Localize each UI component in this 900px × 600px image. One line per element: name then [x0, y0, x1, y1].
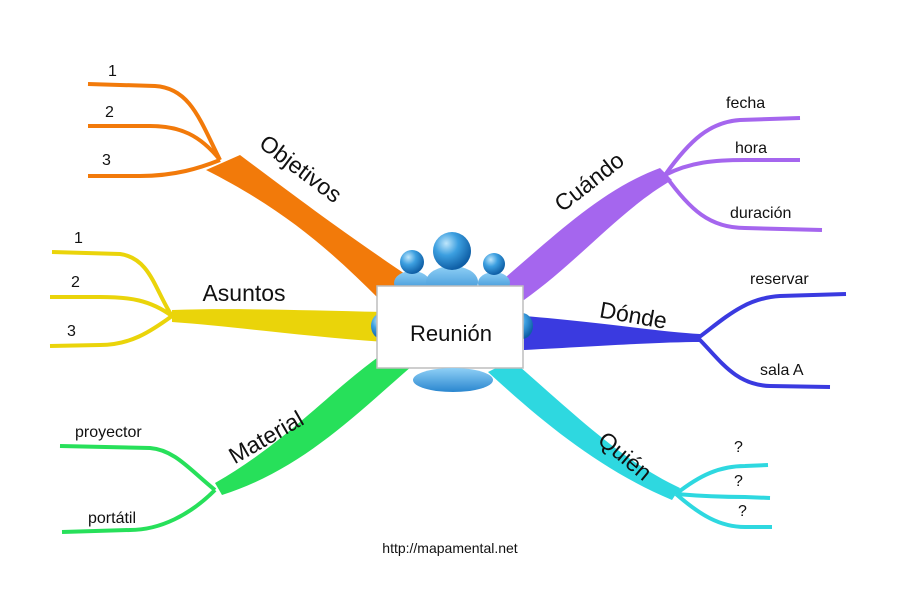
asuntos-item-1: 1: [74, 230, 83, 247]
branch-quien: [488, 360, 772, 529]
asuntos-twig-3: [49, 314, 174, 348]
donde-item-2: sala A: [760, 362, 804, 379]
asuntos-trunk: [172, 309, 385, 342]
asuntos-twig-1: [51, 250, 174, 318]
donde-item-1: reservar: [750, 271, 809, 288]
objetivos-item-2: 2: [105, 104, 114, 121]
material-twig-1: [59, 444, 217, 492]
cuando-item-1: fecha: [726, 95, 765, 112]
cuando-trunk: [500, 168, 672, 300]
asuntos-label: Asuntos: [202, 280, 285, 306]
donde-trunk: [524, 316, 700, 350]
branch-cuando: [500, 116, 823, 300]
branch-material: [59, 350, 412, 534]
branch-asuntos: [49, 250, 385, 348]
asuntos-item-3: 3: [67, 323, 76, 340]
quien-item-3: ?: [738, 503, 747, 520]
cuando-twig-1: [663, 116, 801, 177]
objetivos-trunk: [206, 155, 408, 300]
asuntos-twig-2: [50, 295, 174, 318]
pedestal-icon: [413, 368, 493, 392]
center-label: Reunión: [410, 321, 492, 346]
cuando-item-3: duración: [730, 205, 791, 222]
objetivos-item-3: 3: [102, 152, 111, 169]
quien-item-1: ?: [734, 439, 743, 456]
branch-donde: [524, 292, 847, 389]
cuando-item-2: hora: [735, 140, 767, 157]
cuando-twig-2: [664, 158, 800, 177]
objetivos-twig-2: [88, 124, 222, 162]
objetivos-twig-1: [87, 82, 222, 161]
material-item-1: proyector: [75, 424, 142, 441]
center-figure: Reunión: [371, 232, 533, 392]
asuntos-item-2: 2: [71, 274, 80, 291]
objetivos-twig-3: [88, 158, 221, 178]
donde-twig-1: [696, 292, 847, 340]
center-sign: [376, 285, 524, 369]
material-item-2: portátil: [88, 510, 136, 527]
quien-twig-3: [674, 492, 772, 529]
objetivos-item-1: 1: [108, 63, 117, 80]
material-twig-2: [61, 488, 217, 534]
material-trunk: [215, 350, 412, 495]
source-url: http://mapamental.net: [382, 540, 518, 556]
quien-trunk: [488, 360, 680, 500]
branch-objetivos: [87, 82, 408, 300]
quien-item-2: ?: [734, 473, 743, 490]
quien-twig-2: [675, 492, 771, 500]
cuando-twig-3: [663, 173, 823, 232]
quien-twig-1: [674, 463, 769, 496]
donde-twig-2: [696, 336, 831, 389]
